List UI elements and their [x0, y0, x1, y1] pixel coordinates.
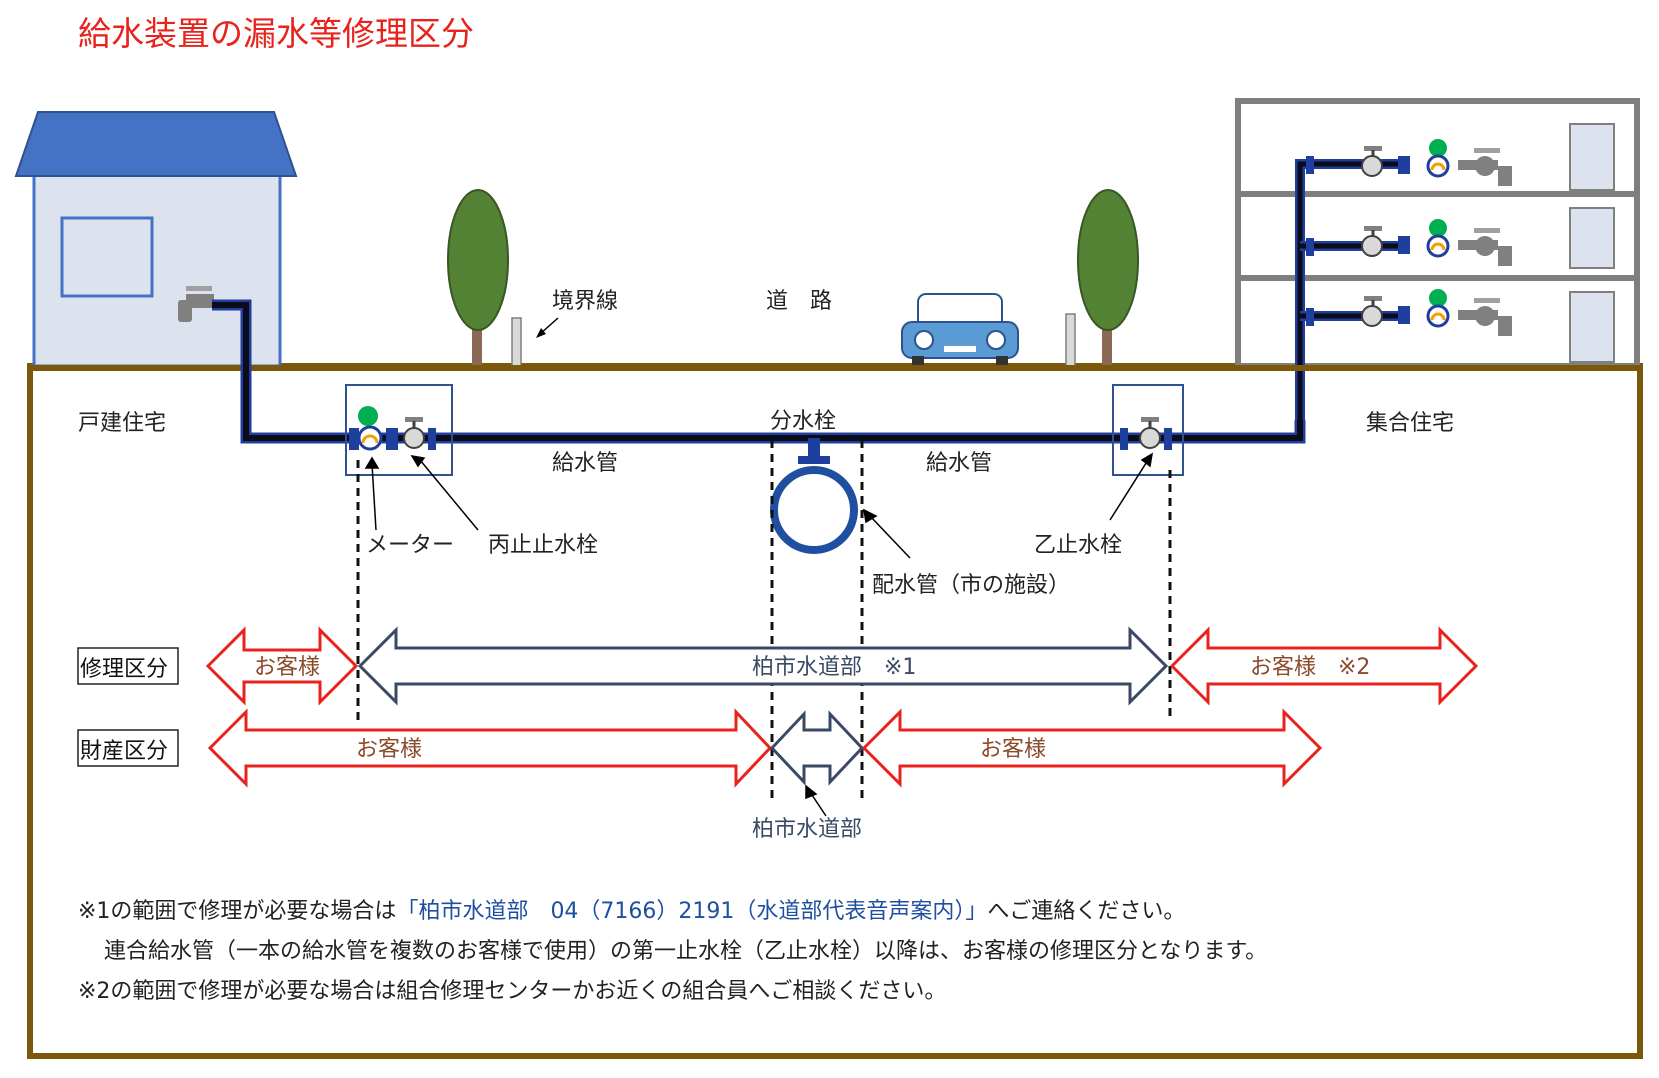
- stop-valve-icon: [1361, 296, 1383, 327]
- note-line-1: ※1の範囲で修理が必要な場合は「柏市水道部 04（7166）2191（水道部代表…: [78, 899, 1185, 924]
- page-title: 給水装置の漏水等修理区分: [78, 14, 474, 53]
- apartment-fixtures-floor3: [1306, 139, 1512, 186]
- faucet-icon: [1458, 228, 1512, 266]
- stop-valve-icon: [1361, 146, 1383, 177]
- repair-waterworks-label: 柏市水道部 ※1: [752, 655, 916, 680]
- meter-box: [345, 384, 453, 476]
- property-waterworks-label: 柏市水道部: [752, 817, 862, 842]
- detached-house: [14, 111, 298, 368]
- faucet-icon: [1458, 148, 1512, 186]
- branch-valve-stem: [808, 438, 820, 460]
- repair-division-heading: 修理区分: [80, 657, 168, 682]
- repair-customer-right-label: お客様 ※2: [1250, 655, 1370, 680]
- apartment-fixtures-floor2: [1306, 219, 1512, 266]
- water-meter-icon: [1426, 139, 1450, 178]
- property-customer-left-arrow: [207, 708, 773, 788]
- water-meter-icon: [1426, 289, 1450, 328]
- apartment-label: 集合住宅: [1366, 411, 1454, 436]
- supply-pipe-label-right: 給水管: [926, 451, 992, 476]
- property-customer-left-label: お客様: [356, 737, 422, 762]
- leader-arrows: [364, 452, 1154, 817]
- supply-pipe-label-left: 給水管: [552, 451, 618, 476]
- faucet-icon: [1458, 298, 1512, 336]
- detached-house-label: 戸建住宅: [78, 411, 166, 436]
- stop-valve-icon: [1361, 226, 1383, 257]
- repair-customer-left-arrow: [205, 626, 359, 706]
- stop-valve-icon: [1139, 417, 1161, 449]
- boundary-post-icon: [1065, 313, 1076, 367]
- house-window: [60, 216, 154, 298]
- note-line-1-contact: 「柏市水道部 04（7166）2191（水道部代表音声案内）」: [396, 899, 987, 924]
- water-meter-icon: [357, 406, 383, 451]
- water-meter-icon: [1426, 219, 1450, 258]
- apartment-fixtures-floor1: [1306, 289, 1512, 336]
- house-roof: [14, 111, 298, 177]
- note-line-1-prefix: ※1の範囲で修理が必要な場合は: [78, 899, 396, 924]
- property-customer-right-label: お客様: [980, 737, 1046, 762]
- hei-valve-label: 丙止止水栓: [488, 533, 598, 558]
- stop-valve-icon: [403, 417, 425, 449]
- branch-valve-label: 分水栓: [770, 409, 836, 434]
- repair-division-heading-box: [77, 647, 179, 685]
- note-line-2: 連合給水管（一本の給水管を複数のお客様で使用）の第一止水栓（乙止水栓）以降は、お…: [104, 939, 1267, 964]
- faucet-icon: [178, 286, 214, 322]
- supply-pipe-network: [212, 299, 1306, 444]
- property-customer-right-arrow: [861, 708, 1323, 788]
- note-line-1-suffix: へご連絡ください。: [987, 899, 1185, 924]
- tree-icon: [447, 189, 509, 368]
- property-division-heading: 財産区分: [80, 739, 168, 764]
- tree-icon: [1077, 189, 1139, 368]
- note-line-3: ※2の範囲で修理が必要な場合は組合修理センターかお近くの組合員へご相談ください。: [78, 979, 946, 1004]
- meter-label: メーター: [366, 533, 454, 558]
- property-division-heading-box: [77, 729, 179, 767]
- repair-waterworks-arrow: [357, 626, 1169, 706]
- repair-customer-left-label: お客様: [254, 655, 320, 680]
- distribution-main-label: 配水管（市の施設）: [872, 573, 1070, 598]
- otsu-valve-label: 乙止水栓: [1034, 533, 1122, 558]
- otsu-valve-box: [1112, 384, 1184, 476]
- boundary-line-label: 境界線: [552, 289, 618, 314]
- division-boundary-lines: [356, 440, 1172, 800]
- distribution-main-pipe: [770, 466, 858, 554]
- property-waterworks-arrow: [769, 710, 865, 786]
- car-icon: [901, 293, 1019, 368]
- boundary-post-icon: [511, 317, 522, 367]
- repair-customer-right-arrow: [1169, 626, 1479, 706]
- road-label: 道 路: [766, 289, 832, 314]
